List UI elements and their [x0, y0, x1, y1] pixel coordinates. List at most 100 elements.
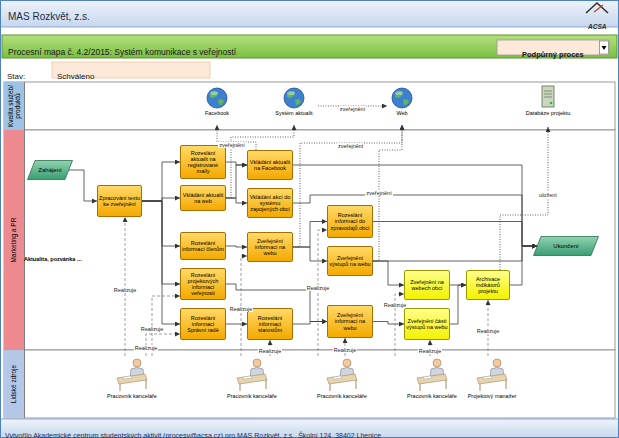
system-icon: Facebook: [200, 87, 234, 125]
organisation-name: MAS Rozkvět, z.s.: [8, 11, 90, 22]
connector-label-box: Realizuje: [476, 318, 501, 337]
connector-label: uložení: [538, 192, 558, 198]
globe-shine: [210, 91, 218, 95]
head: [493, 359, 501, 367]
process-text: Vkládání akcí do systému zapojených obcí: [249, 194, 291, 212]
caption: Vytvořilo Akademické centrum studentskýc…: [5, 432, 381, 438]
process-text-box: Vkládání aktualit na web: [182, 192, 224, 204]
connector-label-box: Realizuje: [229, 296, 254, 315]
connector: [226, 165, 247, 198]
connector: [142, 198, 180, 201]
process-box: Rozeslání informací do zpravodajů obcí: [327, 205, 373, 238]
swimlane: Lidské zdrojePracovník kancelářePracovní…: [4, 350, 615, 418]
logo-text-box: ACSA: [588, 15, 606, 33]
worker-figure: [415, 356, 449, 392]
icon-caption-box: Databáze projektu: [522, 110, 574, 116]
server-body: [542, 86, 554, 107]
terminal-text: Zahájení: [38, 167, 61, 173]
connector: [293, 195, 537, 246]
role-figure: Pracovník kanceláře: [320, 356, 364, 408]
process-type: Podpůrný proces: [522, 50, 584, 59]
field-label-box: Stav:: [7, 65, 25, 83]
desk: [327, 374, 357, 384]
globe-land: [403, 99, 409, 105]
process-text-box: Rozeslání informací starostům: [249, 315, 291, 333]
connector: [373, 322, 404, 325]
lane-title: Lidské zdroje: [10, 352, 17, 416]
process-text: Rozeslání informací do zpravodajů obcí: [329, 212, 371, 230]
footer-bar: [0, 419, 619, 438]
role-caption-box: Pracovník kanceláře: [406, 393, 458, 399]
process-box: Vkládání aktualit na Facebook: [247, 150, 293, 180]
data-object-label: Aktualita, pozvánka ...: [24, 256, 81, 262]
field-label: Stav:: [7, 72, 25, 81]
role-caption: Pracovník kanceláře: [316, 393, 368, 399]
connector: [373, 222, 537, 247]
process-text-box: Rozeslání projektových informací veřejno…: [182, 272, 224, 296]
connector-label: Realizuje: [113, 287, 138, 293]
role-caption-box: Pracovník kanceláře: [106, 393, 158, 399]
role-figure: Pracovník kanceláře: [410, 356, 454, 408]
desk-legs: [120, 380, 146, 391]
connector-label: Realizuje: [229, 306, 254, 312]
worker-figure: [325, 356, 359, 392]
organisation-name-box: MAS Rozkvět, z.s.: [8, 6, 90, 24]
process-text-box: Zveřejnění výstupů na webu: [329, 255, 371, 267]
connector-label: zveřejnění: [365, 190, 392, 196]
logo-slash: [594, 5, 603, 12]
globe-land: [395, 91, 403, 98]
lane-title-box: Kvalita služeb/ produktů: [7, 84, 21, 128]
process-text: Zveřejnění informací na webu: [249, 238, 291, 256]
process-text-box: Zveřejnění informací na webu: [249, 238, 291, 256]
desk: [117, 374, 147, 384]
process-text: Zveřejnění informací na webu: [329, 312, 371, 330]
icon-caption: Databáze projektu: [522, 110, 574, 116]
process-box: Zveřejnění informací na webu: [327, 305, 373, 338]
terminal-text: Ukončení: [553, 243, 578, 249]
connector: [293, 165, 537, 246]
role-caption: Pracovník kanceláře: [226, 393, 278, 399]
process-box: Vkládání aktualit na web: [180, 185, 226, 211]
connector-label-box: zveřejnění: [365, 180, 392, 199]
globe-shine: [287, 91, 295, 95]
globe-icon: [283, 87, 305, 109]
server-slots: [544, 91, 552, 97]
connector-label: Realizuje: [333, 347, 358, 353]
globe-land: [287, 91, 295, 98]
logo-swoosh: [586, 3, 608, 13]
connector: [373, 246, 537, 261]
connector: [142, 201, 180, 246]
desk-legs: [330, 380, 356, 391]
process-text-box: Vkládání aktualit na Facebook: [249, 159, 291, 171]
terminal-shape: Zahájení: [27, 160, 73, 180]
process-box: Zveřejnění informací na webu: [247, 232, 293, 262]
icon-caption: Facebook: [196, 110, 238, 116]
process-text-box: Rozeslání informací členům: [182, 240, 224, 252]
role-figure: Pracovník kanceláře: [110, 356, 154, 408]
icon-caption: Web: [383, 110, 421, 116]
worker-figure: [475, 356, 509, 392]
connector: [373, 261, 404, 285]
connector-label-box: Realizuje: [258, 338, 283, 357]
connector-label: Realizuje: [134, 345, 159, 351]
process-box: Rozeslání informací starostům: [247, 308, 293, 340]
worker-figure: [115, 356, 149, 392]
lane-ground: [4, 82, 615, 130]
lane-ground: [4, 350, 615, 418]
desk-legs: [420, 380, 446, 391]
process-text: Zpracování textu ke zveřejnění: [99, 195, 140, 207]
connector: [293, 247, 327, 261]
connector-label-box: uložení: [538, 182, 558, 201]
server-light: [550, 102, 553, 105]
connector: [142, 201, 180, 324]
connector-label-box: zveřejnění: [337, 133, 364, 152]
connector-label-box: Realizuje: [113, 277, 138, 296]
connector-label: zveřejnění: [339, 106, 366, 112]
lane-title: Marketing a PR: [10, 132, 17, 348]
lane-header: Lidské zdroje: [4, 350, 25, 418]
process-box: Zveřejnění výstupů na webu: [327, 246, 373, 276]
globe-shine: [395, 91, 403, 95]
connector-label: Realizuje: [258, 348, 283, 354]
